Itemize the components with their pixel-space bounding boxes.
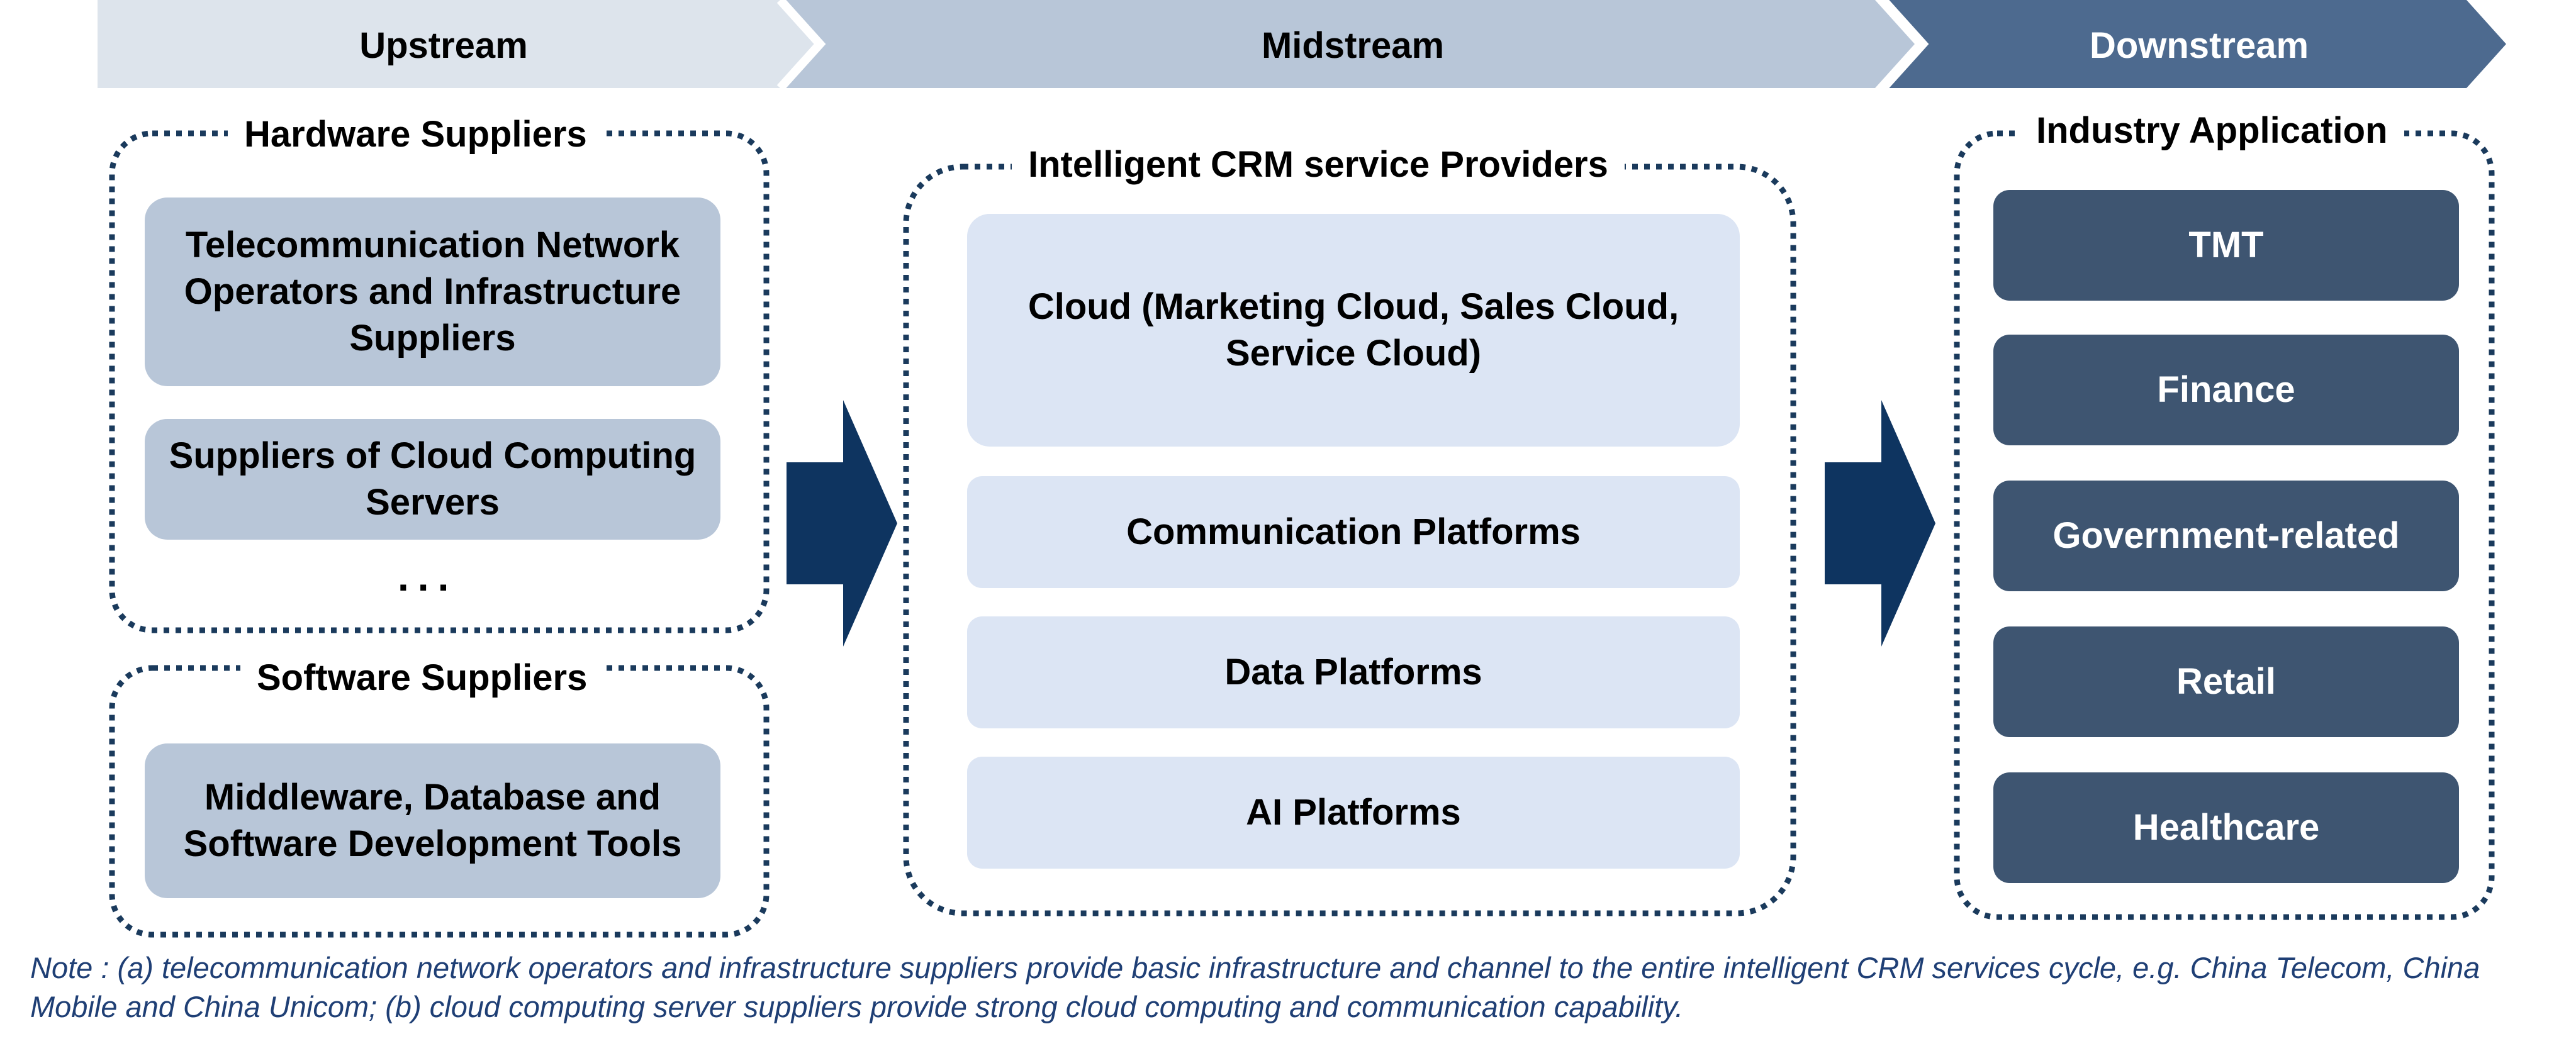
ai-platforms-box: AI Platforms	[967, 757, 1740, 869]
industry-healthcare-box: Healthcare	[1993, 772, 2459, 883]
downstream-banner	[1889, 0, 2506, 88]
cloud-box: Cloud (Marketing Cloud, Sales Cloud, Ser…	[967, 214, 1740, 447]
cloud-servers-box: Suppliers of Cloud Computing Servers	[145, 419, 720, 540]
industry-tmt-box: TMT	[1993, 190, 2459, 301]
data-platforms-box: Data Platforms	[967, 616, 1740, 728]
software-suppliers-title: Software Suppliers	[240, 655, 604, 701]
stage-label-downstream: Downstream	[2089, 25, 2309, 66]
stage-label-upstream: Upstream	[359, 25, 528, 66]
industry-application-title: Industry Application	[2020, 108, 2404, 153]
telecom-operators-box: Telecommunication Network Operators and …	[145, 198, 720, 386]
industry-government-box: Government-related	[1993, 481, 2459, 591]
upstream-banner	[98, 0, 823, 88]
industry-finance-box: Finance	[1993, 335, 2459, 445]
stage-label-midstream: Midstream	[1261, 25, 1445, 66]
flow-arrow-midstream-to-downstream	[1825, 400, 1935, 647]
communication-platforms-box: Communication Platforms	[967, 476, 1740, 588]
hardware-more-ellipsis: ...	[398, 554, 458, 599]
midstream-banner	[780, 0, 1915, 88]
footnote: Note : (a) telecommunication network ope…	[30, 951, 2480, 1023]
flow-arrow-upstream-to-midstream	[787, 400, 897, 647]
middleware-box: Middleware, Database and Software Develo…	[145, 743, 720, 898]
hardware-suppliers-title: Hardware Suppliers	[228, 112, 603, 157]
midstream-group-title: Intelligent CRM service Providers	[1012, 142, 1625, 187]
industry-retail-box: Retail	[1993, 626, 2459, 737]
